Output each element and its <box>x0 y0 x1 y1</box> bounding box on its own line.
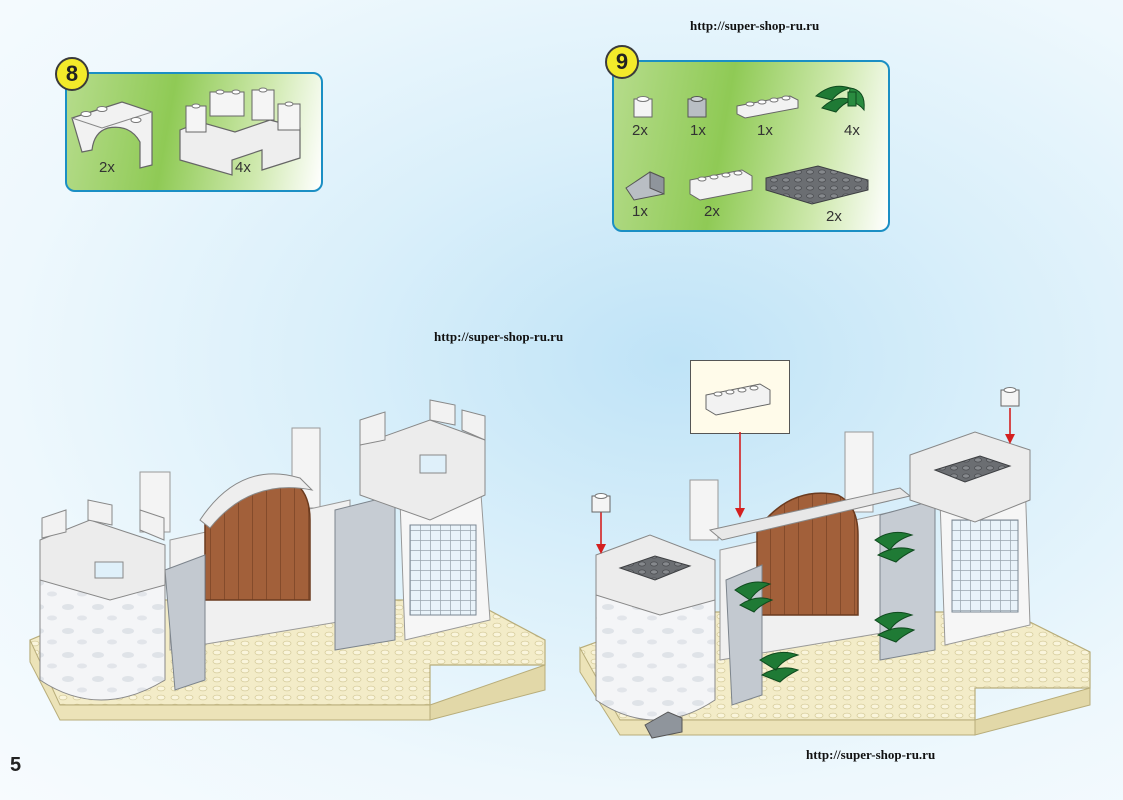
step-9-qty-plate-1x4: 1x <box>757 122 773 139</box>
gray-brick-1x1-icon <box>687 96 707 118</box>
step-9-qty-white-1x1: 2x <box>632 122 648 139</box>
palm-leaf-icon <box>814 85 865 113</box>
battlement-wall-icon <box>179 87 301 176</box>
white-plate-1x4-icon <box>736 95 799 119</box>
dark-gray-plate-icon <box>765 165 869 205</box>
white-brick-1x4-icon <box>689 169 753 201</box>
step-9-qty-slope: 1x <box>632 203 648 220</box>
website-url-top[interactable]: http://super-shop-ru.ru <box>690 18 820 33</box>
placement-arrows <box>596 408 1015 554</box>
step-9-qty-brick-1x4: 2x <box>704 203 720 220</box>
white-brick-1x1-icon <box>633 96 653 118</box>
step-9-qty-dark-plate: 2x <box>826 208 842 225</box>
castle-model-left <box>29 399 546 721</box>
step-9-qty-gray-1x1: 1x <box>690 122 706 139</box>
page-number: 5 <box>10 754 22 776</box>
website-url-bottom[interactable]: http://super-shop-ru.ru <box>806 747 936 762</box>
palm-leaf-placements <box>734 531 916 683</box>
gray-slope-icon <box>625 171 665 201</box>
floating-white-brick-icon-2 <box>1000 387 1020 407</box>
step-8-qty-arch: 2x <box>99 159 115 176</box>
arch-brick-icon <box>71 101 153 169</box>
website-url-middle[interactable]: http://super-shop-ru.ru <box>434 329 564 344</box>
step-9-badge: 9 <box>605 45 639 79</box>
step-8-qty-battlement: 4x <box>235 159 251 176</box>
callout-brick-1x4-icon <box>705 383 771 416</box>
step-8-badge: 8 <box>55 57 89 91</box>
step-9-qty-palm-leaf: 4x <box>844 122 860 139</box>
floating-white-brick-icon <box>591 493 611 513</box>
castle-model-right <box>579 431 1091 739</box>
